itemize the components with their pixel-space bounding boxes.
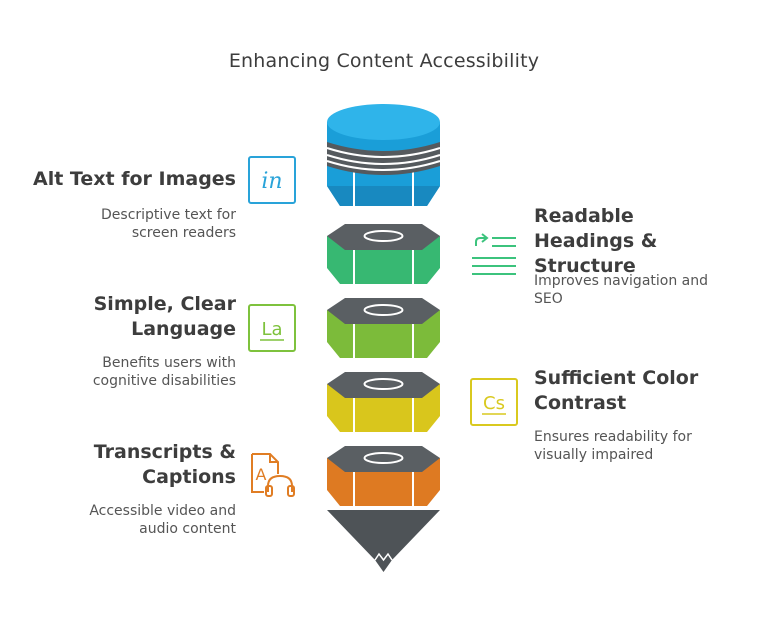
headings-heading: Readable Headings & Structure <box>534 204 754 279</box>
language-heading-line: Simple, Clear <box>93 293 236 315</box>
pencil-tip <box>327 510 440 572</box>
headings-heading-line: Headings & <box>534 230 658 252</box>
language-heading: Simple, Clear Language <box>20 292 236 342</box>
segment-green <box>327 224 440 284</box>
contrast-heading: Sufficient Color Contrast <box>534 366 754 416</box>
transcripts-heading-line: Captions <box>142 466 236 488</box>
alt-text-icon: in <box>248 156 296 204</box>
language-description: Benefits users with cognitive disabiliti… <box>40 354 236 390</box>
headings-description: Improves navigation and SEO <box>534 272 760 308</box>
alt-text-description: Descriptive text for screen readers <box>40 206 236 242</box>
transcripts-desc-line: Accessible video and <box>89 503 236 519</box>
alt-text-heading: Alt Text for Images <box>20 167 236 192</box>
svg-text:A: A <box>256 465 267 484</box>
segment-orange <box>327 446 440 506</box>
headings-heading-line: Readable <box>534 205 634 227</box>
diagram-title: Enhancing Content Accessibility <box>228 50 540 72</box>
contrast-description: Ensures readability for visually impaire… <box>534 428 760 464</box>
language-heading-line: Language <box>131 318 236 340</box>
color-contrast-icon: Cs <box>470 378 518 426</box>
alt-text-desc-line: Descriptive text for <box>101 207 236 223</box>
svg-text:La: La <box>261 319 282 340</box>
transcripts-heading-line: Transcripts & <box>93 441 236 463</box>
headings-list-icon <box>470 232 518 280</box>
alt-text-heading-line: Alt Text for Images <box>33 168 236 190</box>
transcript-headphones-icon: A <box>248 452 296 500</box>
contrast-desc-line: visually impaired <box>534 447 654 463</box>
segment-yellow <box>327 372 440 432</box>
language-icon: La <box>248 304 296 352</box>
eraser-cap <box>326 104 441 206</box>
language-desc-line: cognitive disabilities <box>92 373 236 389</box>
headings-heading-line: Structure <box>534 255 636 277</box>
svg-text:Cs: Cs <box>483 393 505 414</box>
svg-text:in: in <box>261 169 282 194</box>
transcripts-desc-line: audio content <box>139 521 236 537</box>
transcripts-heading: Transcripts & Captions <box>20 440 236 490</box>
language-desc-line: Benefits users with <box>102 355 236 371</box>
headings-desc-line: SEO <box>534 291 563 307</box>
segment-lime <box>327 298 440 358</box>
contrast-desc-line: Ensures readability for <box>534 429 692 445</box>
contrast-heading-line: Contrast <box>534 392 627 414</box>
transcripts-description: Accessible video and audio content <box>40 502 236 538</box>
headings-desc-line: Improves navigation and <box>534 273 709 289</box>
alt-text-desc-line: screen readers <box>131 225 236 241</box>
contrast-heading-line: Sufficient Color <box>534 367 699 389</box>
